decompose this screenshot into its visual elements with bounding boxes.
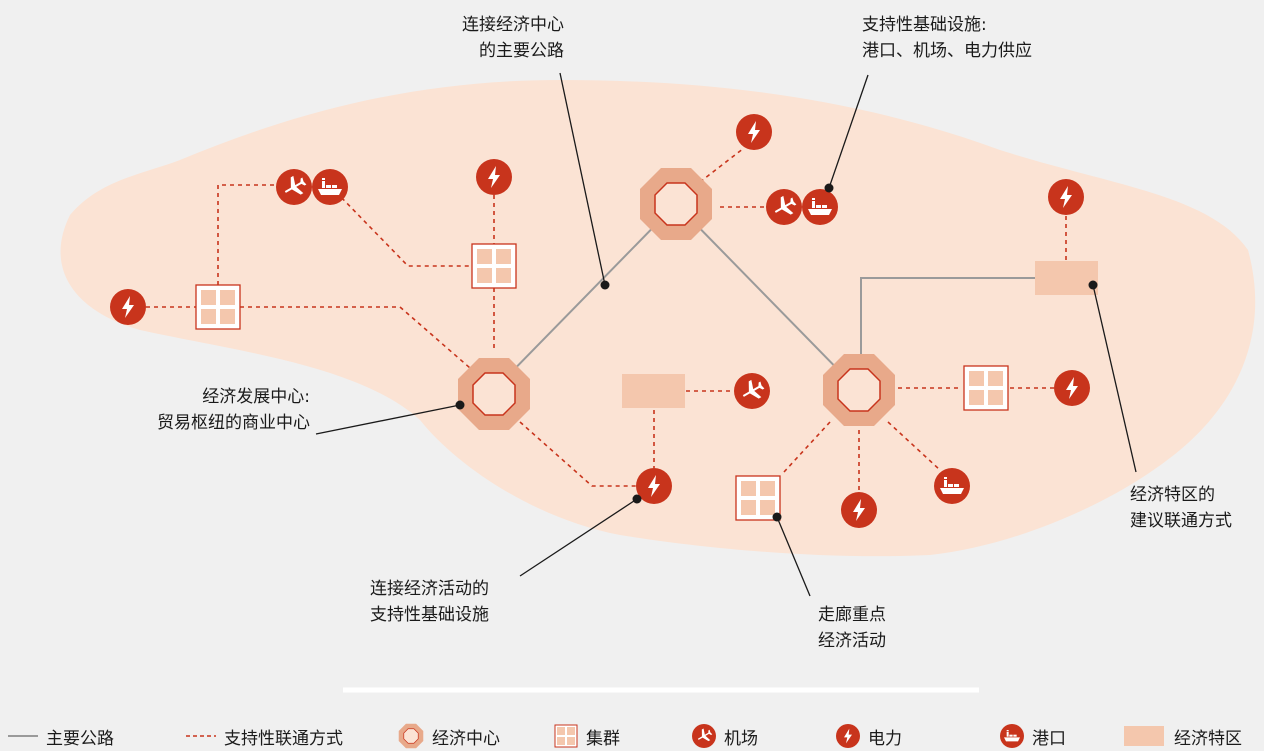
legend-cluster: 集群 xyxy=(554,724,620,749)
port-icon xyxy=(802,189,838,225)
power-icon xyxy=(736,114,772,150)
airport-icon xyxy=(692,724,716,748)
annotation-leaders xyxy=(315,72,1137,597)
road-line-icon xyxy=(8,735,38,737)
economic-hub-right xyxy=(822,353,896,427)
airport-icon xyxy=(734,373,770,409)
airport-icon xyxy=(766,189,802,225)
legend-airport: 机场 xyxy=(692,724,758,749)
power-icon xyxy=(841,492,877,528)
power-icon xyxy=(836,724,860,748)
cluster-icon xyxy=(963,365,1009,411)
legend-hub: 经济中心 xyxy=(398,723,500,749)
sez-swatch xyxy=(1124,726,1164,746)
power-icon xyxy=(476,159,512,195)
cluster-icon xyxy=(471,243,517,289)
power-icon xyxy=(110,289,146,325)
legend-port: 港口 xyxy=(1000,724,1066,749)
region-shape xyxy=(60,80,1256,557)
airport-icon xyxy=(276,169,312,205)
port-icon xyxy=(1000,724,1024,748)
cluster-icon xyxy=(735,475,781,521)
support-links xyxy=(146,147,1067,490)
power-icon xyxy=(1048,179,1084,215)
legend-power: 电力 xyxy=(836,724,902,749)
annotation-support-infra-top: 支持性基础设施: 港口、机场、电力供应 xyxy=(862,15,1032,61)
economic-hub-top xyxy=(639,167,713,241)
legend-support: 支持性联通方式 xyxy=(186,724,343,749)
annotation-support-infra-bottom: 连接经济活动的 支持性基础设施 xyxy=(370,579,489,625)
annotation-sez-link: 经济特区的 建议联通方式 xyxy=(1130,485,1232,531)
annotation-main-road: 连接经济中心 的主要公路 xyxy=(462,15,564,61)
annotation-corridor: 走廊重点 经济活动 xyxy=(818,605,886,651)
dashed-line-icon xyxy=(186,735,216,737)
economic-hub-left xyxy=(457,357,531,431)
port-icon xyxy=(312,169,348,205)
power-icon xyxy=(1054,370,1090,406)
main-roads xyxy=(493,203,1038,391)
sez-block-center xyxy=(622,374,685,408)
annotation-econ-hub: 经济发展中心: 贸易枢纽的商业中心 xyxy=(157,387,310,433)
legend-sez: 经济特区 xyxy=(1124,724,1242,749)
port-icon xyxy=(934,468,970,504)
hub-icon xyxy=(398,723,424,749)
cluster-icon xyxy=(554,724,578,748)
cluster-icon xyxy=(195,284,241,330)
legend-road: 主要公路 xyxy=(8,724,114,749)
sez-block-right xyxy=(1035,261,1098,295)
